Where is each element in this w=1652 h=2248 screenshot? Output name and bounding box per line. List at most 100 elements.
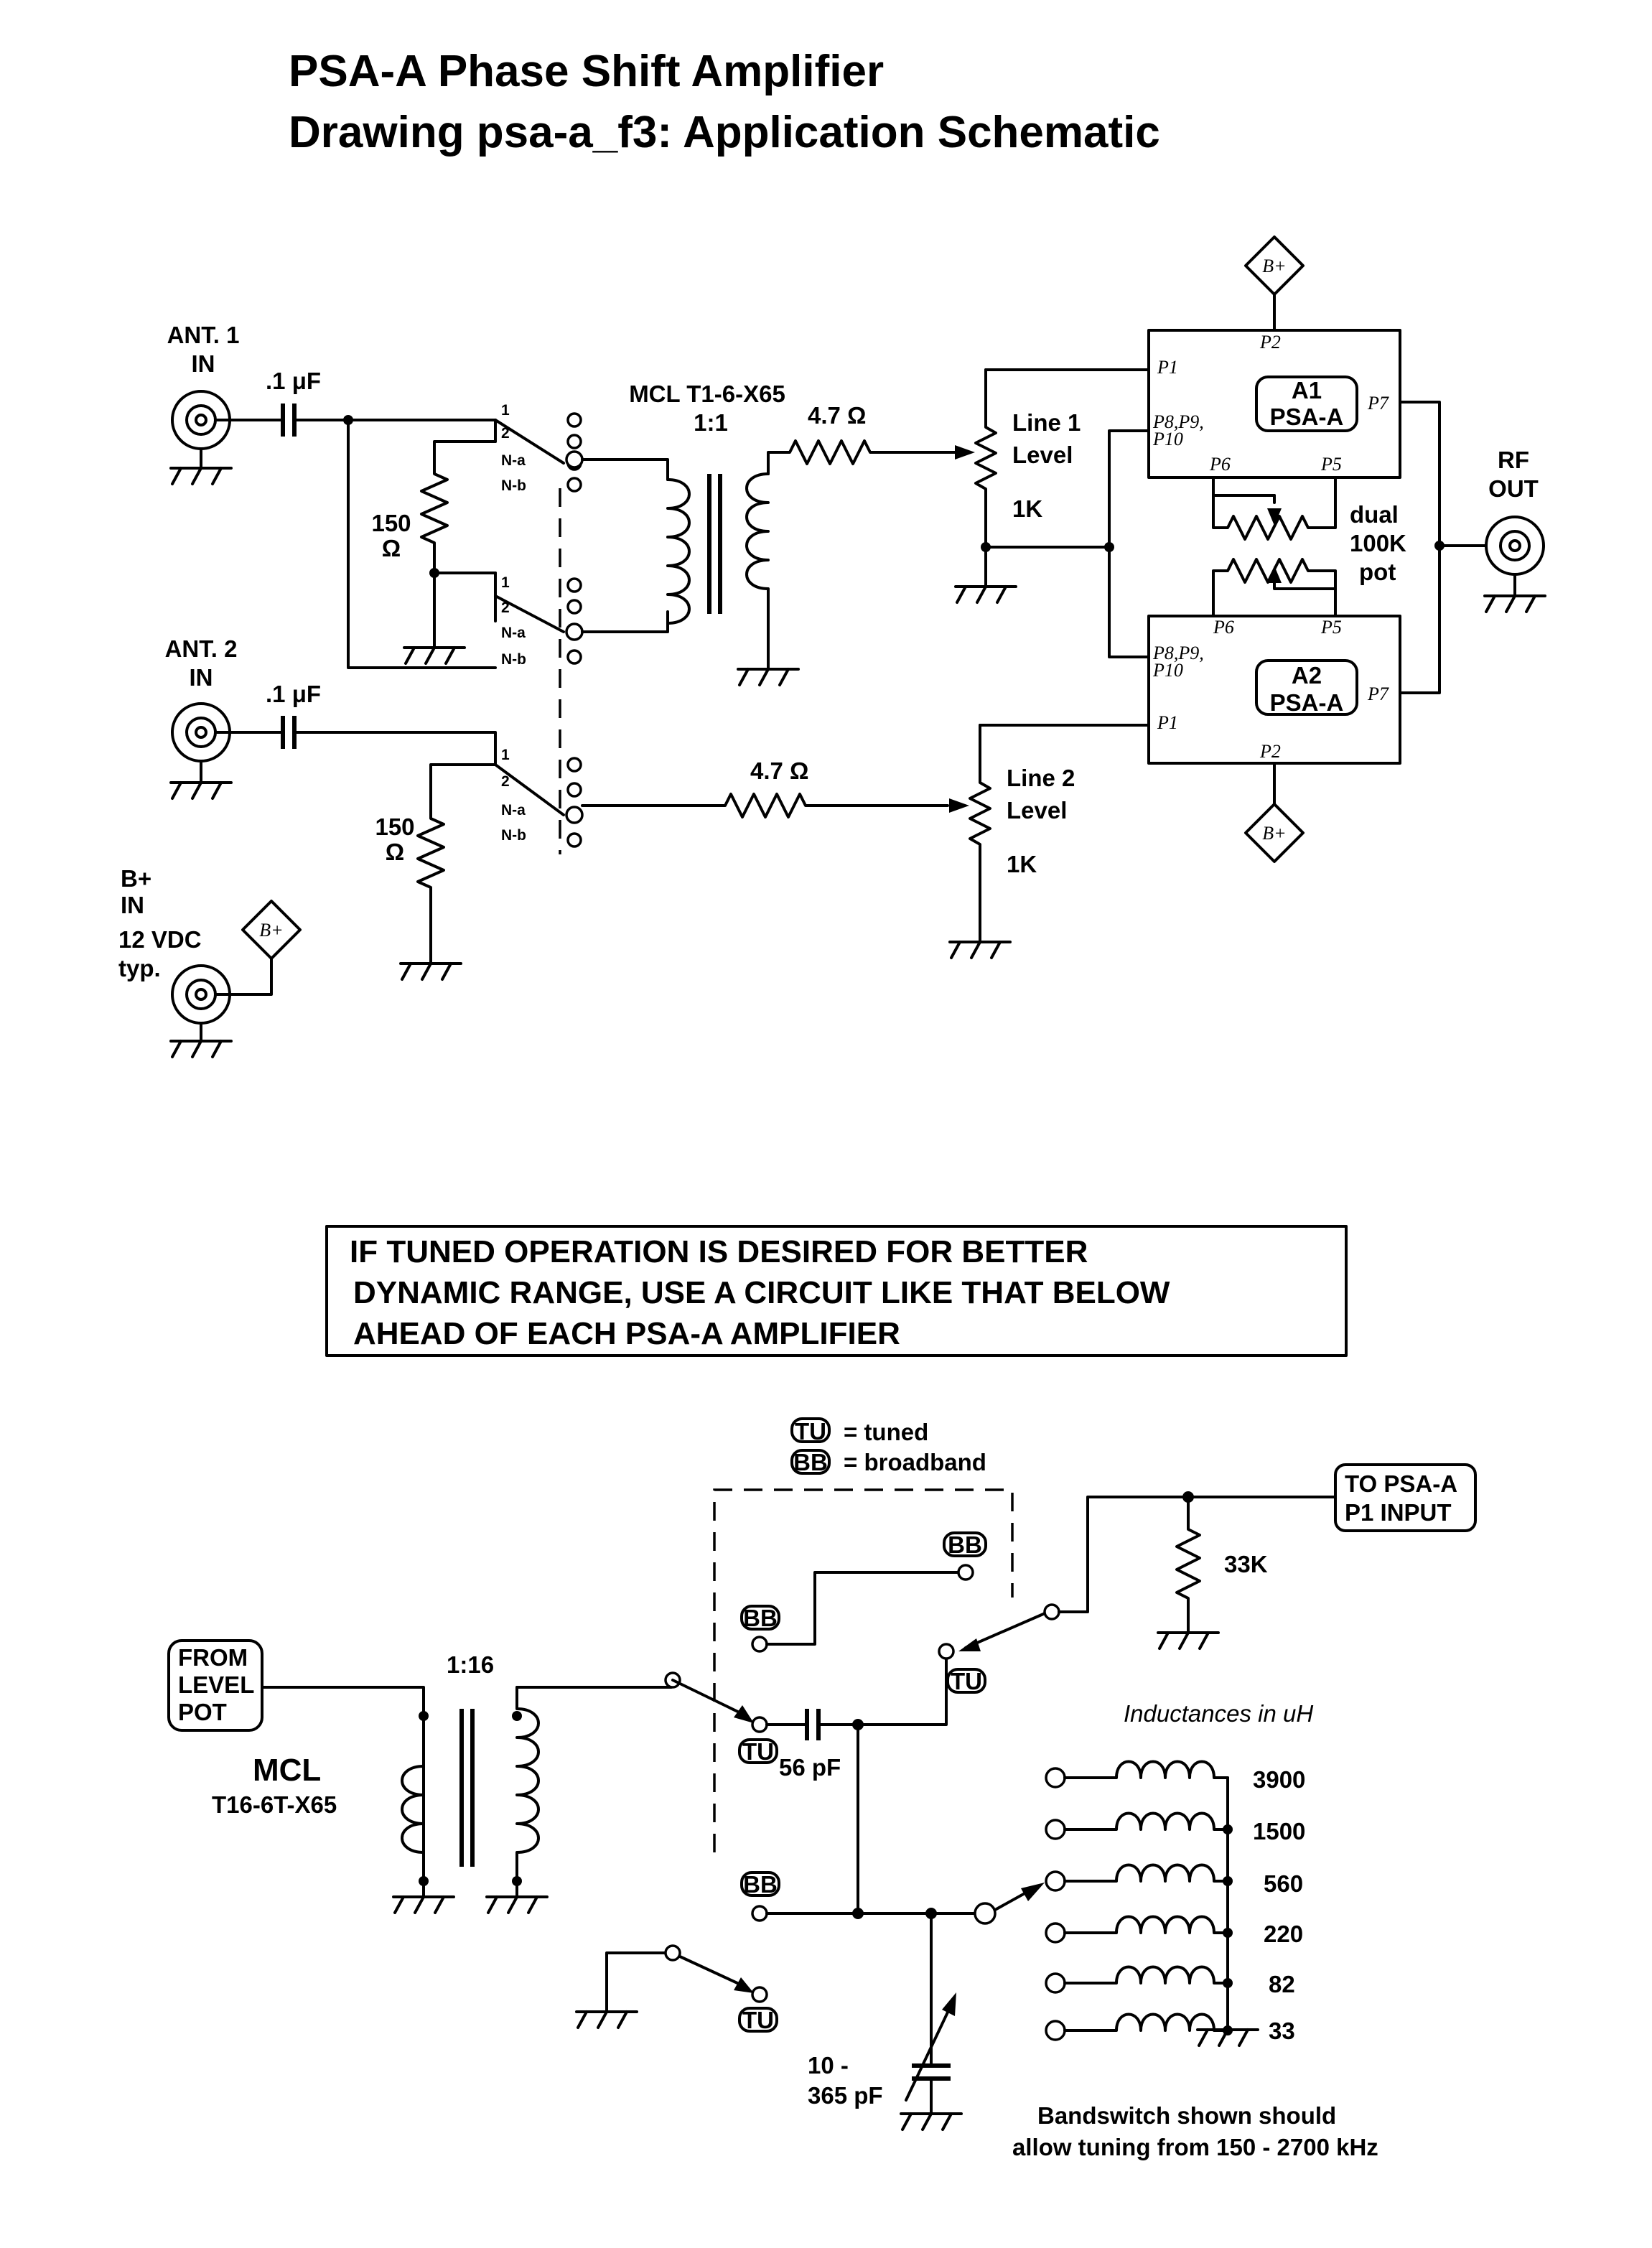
a2-bplus-diamond [1244, 762, 1305, 863]
a2-pin-p5: P5 [1320, 617, 1342, 638]
pot1-value: 1K [1012, 495, 1042, 522]
r150a-unit: Ω [382, 535, 401, 561]
ant1-label-in: IN [192, 350, 215, 377]
inductance-3900: 3900 [1253, 1766, 1305, 1793]
transformer-1-ratio: 1:1 [694, 409, 728, 436]
note-line-3: AHEAD OF EACH PSA-A AMPLIFIER [353, 1316, 900, 1351]
rf-out-label-1: RF [1498, 447, 1529, 473]
transformer-1 [666, 472, 800, 686]
sw2-label-2: 2 [501, 773, 510, 790]
from-pot-line-3: POT [178, 1699, 227, 1725]
sw1b-label-na: N-a [501, 625, 526, 641]
r150a-value: 150 [371, 510, 411, 536]
bb-badge-1: BB [743, 1605, 778, 1631]
ant1-label: ANT. 1 [167, 322, 240, 348]
inductor-560 [1045, 1863, 1233, 1892]
legend-bb-badge: BB [793, 1449, 828, 1475]
dual-pot-line-2: 100K [1350, 530, 1406, 556]
switch-1a[interactable] [494, 412, 584, 493]
inductance-title: Inductances in uH [1124, 1700, 1313, 1727]
inductor-bank [1045, 1760, 1259, 2047]
a2-pin-p1: P1 [1157, 712, 1178, 733]
legend-tu-badge: TU [795, 1418, 826, 1445]
a2-bplus-label: B+ [1262, 823, 1286, 844]
switch-2[interactable] [494, 757, 584, 848]
r47b-label: 4.7 Ω [750, 757, 809, 784]
a1-name: A1 [1292, 377, 1322, 404]
switch-enclosure [713, 1488, 1014, 1852]
ant1-connector [169, 390, 233, 485]
ratio-label: 1:16 [447, 1651, 494, 1678]
a1-type: PSA-A [1270, 404, 1344, 430]
variable-capacitor[interactable] [900, 1912, 963, 2131]
mcl-label-1: MCL [253, 1753, 321, 1788]
bplus-in-line-2: IN [121, 892, 144, 918]
cap2-label: .1 μF [266, 681, 321, 707]
legend-tu-text: = tuned [844, 1419, 928, 1445]
inductance-220: 220 [1264, 1921, 1303, 1947]
pot1-level: Level [1012, 442, 1073, 468]
from-pot-line-2: LEVEL [178, 1671, 254, 1698]
a1-pin-p5: P5 [1320, 454, 1342, 475]
bplus-in-line-1: B+ [121, 865, 151, 892]
a2-pin-p7: P7 [1367, 684, 1389, 704]
sw1a-label-1: 1 [501, 402, 510, 419]
cap1-label: .1 μF [266, 368, 321, 394]
mcl-label-2: T16-6T-X65 [212, 1791, 337, 1818]
a2-pin-p8p9: P8,P9, [1152, 643, 1204, 663]
line1-level-pot[interactable] [974, 368, 997, 587]
to-psa-line-2: P1 INPUT [1345, 1499, 1452, 1526]
sw1a-label-nb: N-b [501, 477, 526, 494]
sw1b-label-1: 1 [501, 574, 510, 591]
rf-out-label-2: OUT [1488, 475, 1539, 502]
inductor-33 [1045, 2013, 1233, 2041]
a1-pin-p10: P10 [1152, 429, 1183, 449]
inductance-560: 560 [1264, 1870, 1303, 1897]
sw2-label-1: 1 [501, 747, 510, 763]
transformer-1-model: MCL T1-6-X65 [629, 381, 785, 407]
a2-name: A2 [1292, 662, 1322, 689]
sw1b-label-2: 2 [501, 600, 510, 616]
note-line-2: DYNAMIC RANGE, USE A CIRCUIT LIKE THAT B… [353, 1275, 1170, 1310]
ground-switch[interactable] [575, 1944, 768, 2029]
line2-level-pot[interactable] [969, 724, 991, 942]
a2-type: PSA-A [1270, 689, 1344, 716]
bandswitch-note-1: Bandswitch shown should [1037, 2102, 1336, 2129]
to-psa-line-1: TO PSA-A [1345, 1470, 1457, 1497]
a2-pin-p10: P10 [1152, 660, 1183, 681]
bb-badge-3: BB [743, 1871, 778, 1898]
r150b-unit: Ω [386, 839, 404, 865]
tu-badge-1: TU [742, 1738, 774, 1765]
ant2-label: ANT. 2 [165, 635, 238, 662]
ant2-label-in: IN [190, 664, 213, 691]
pot2-value: 1K [1007, 851, 1037, 877]
a2-pin-p6: P6 [1213, 617, 1234, 638]
input-switch[interactable] [664, 1671, 768, 1733]
bplus-in-diamond-label: B+ [259, 920, 283, 941]
note-line-1: IF TUNED OPERATION IS DESIRED FOR BETTER [350, 1234, 1088, 1269]
a1-pin-p2: P2 [1259, 332, 1281, 353]
from-pot-line-1: FROM [178, 1644, 248, 1671]
bandswitch-note-2: allow tuning from 150 - 2700 kHz [1012, 2134, 1378, 2160]
sw1a-label-2: 2 [501, 425, 510, 442]
title-line-2: Drawing psa-a_f3: Application Schematic [289, 108, 1160, 157]
dual-pot-line-3: pot [1359, 559, 1396, 585]
rf-out-connector [1483, 516, 1546, 613]
bandswitch[interactable] [974, 1883, 1045, 1925]
r33k-label: 33K [1224, 1551, 1268, 1577]
title-line-1: PSA-A Phase Shift Amplifier [289, 47, 884, 96]
transformer-1-16 [392, 1686, 549, 1914]
a1-pin-p6: P6 [1209, 454, 1231, 475]
pot2-name: Line 2 [1007, 765, 1075, 791]
a1-pin-p1: P1 [1157, 357, 1178, 378]
dual-100k-pot[interactable] [1212, 476, 1337, 617]
legend-bb-text: = broadband [844, 1449, 986, 1475]
tu-badge-3: TU [742, 2007, 774, 2033]
varcap-line-2: 365 pF [808, 2082, 883, 2109]
sw1b-label-nb: N-b [501, 651, 526, 668]
inductor-82 [1045, 1965, 1233, 1994]
inductor-1500 [1045, 1811, 1233, 1840]
sw1a-label-na: N-a [501, 452, 526, 469]
output-switch[interactable] [938, 1603, 1060, 1660]
